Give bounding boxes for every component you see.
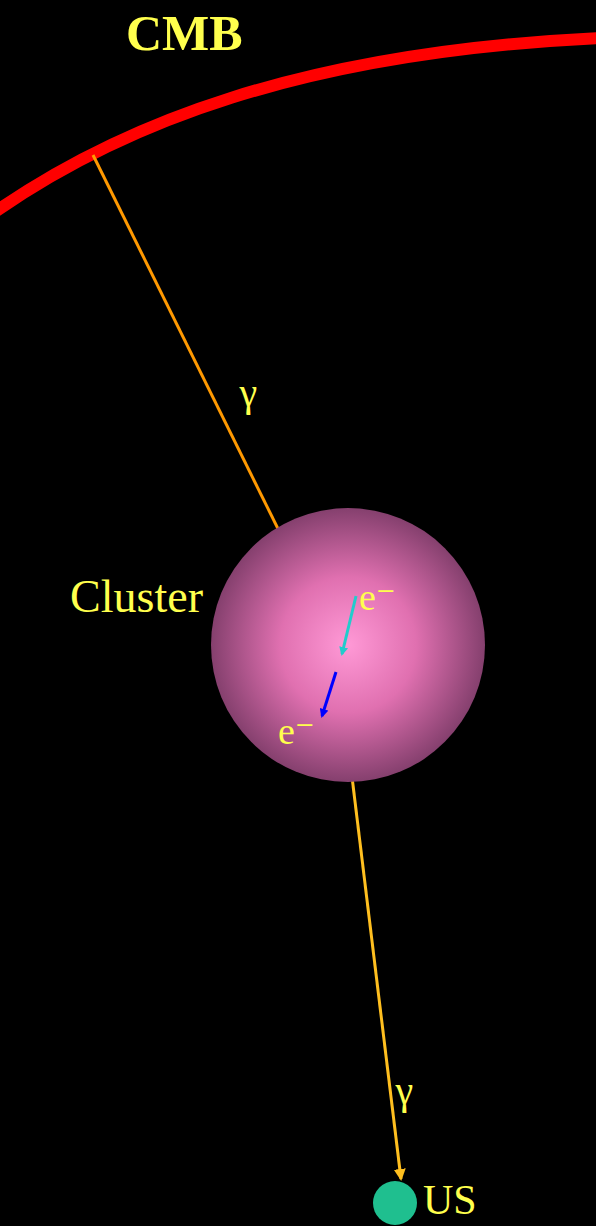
electron-label: e⁻	[278, 712, 315, 750]
photon-label: γ	[396, 1071, 414, 1111]
electron-label: e⁻	[359, 578, 396, 616]
photon-label: γ	[240, 373, 258, 413]
node-label: US	[423, 1179, 477, 1221]
node-label: CMB	[122, 6, 247, 60]
cluster-circle: Cluster	[211, 508, 485, 782]
cmb-surface	[0, 38, 596, 212]
node-label: Cluster	[70, 574, 203, 620]
observer-dot: US	[373, 1181, 417, 1225]
cmb-label-box: CMB	[122, 6, 247, 60]
